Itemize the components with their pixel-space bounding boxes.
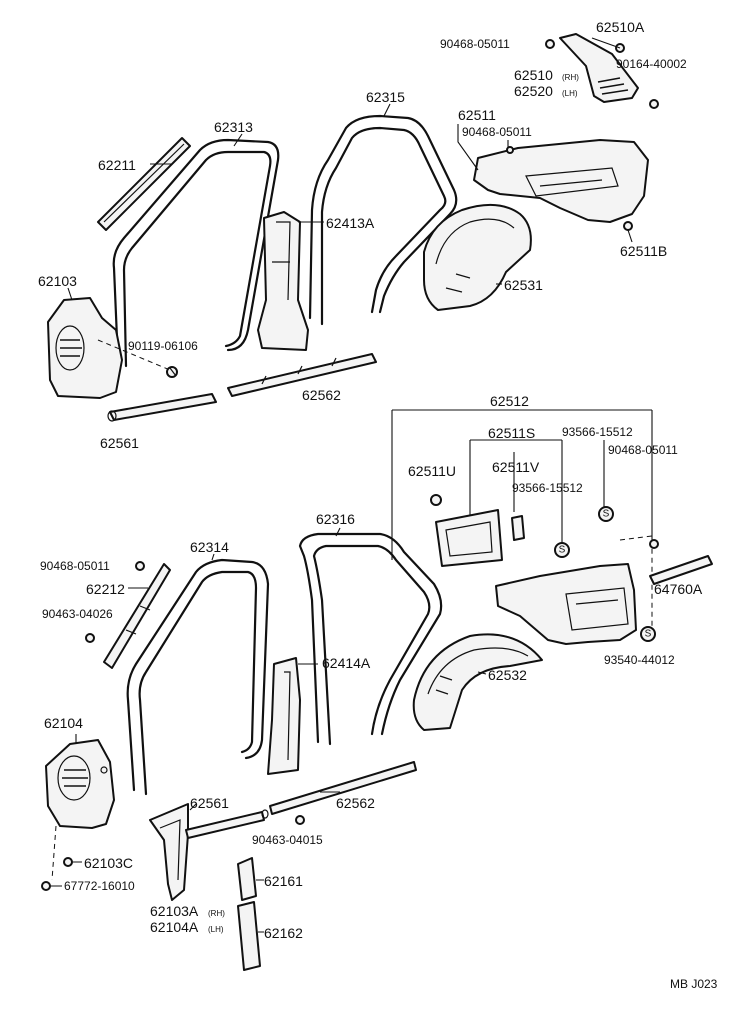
label-62316: 62316 bbox=[316, 511, 355, 527]
label-62510: 62510 bbox=[514, 67, 553, 83]
part-62512-quarter-trim bbox=[495, 535, 659, 645]
label-62511U: 62511U bbox=[408, 463, 456, 479]
part-62315-weatherstrip bbox=[308, 103, 458, 326]
part-62103-kick-panel bbox=[47, 287, 123, 399]
label-62511V: 62511V bbox=[492, 459, 540, 475]
label-62520: 62520 bbox=[514, 83, 553, 99]
s-mark-group: S S S bbox=[554, 506, 656, 642]
label-64760A: 64760A bbox=[654, 581, 703, 597]
label-62512: 62512 bbox=[490, 393, 529, 409]
clips-62103C bbox=[41, 825, 82, 891]
label-62413A: 62413A bbox=[326, 215, 375, 231]
part-62413A-pillar-trim bbox=[257, 211, 324, 351]
label-62162: 62162 bbox=[264, 925, 303, 941]
part-62511V-clip bbox=[511, 515, 525, 541]
part-62313-weatherstrip bbox=[112, 133, 280, 368]
part-62562-lower-scuff bbox=[269, 761, 417, 825]
part-62414A-pillar-trim bbox=[267, 657, 318, 775]
bracket-62512 bbox=[391, 409, 653, 560]
label-62211: 62211 bbox=[98, 157, 136, 173]
label-62532: 62532 bbox=[488, 667, 527, 683]
screw-90119-06106 bbox=[97, 339, 178, 378]
part-62104-kick-panel bbox=[45, 734, 115, 829]
label-90463-04015: 90463-04015 bbox=[252, 833, 323, 847]
s-mark-3: S bbox=[645, 629, 652, 640]
part-62561-lower-scuff bbox=[185, 809, 269, 839]
label-62531: 62531 bbox=[504, 277, 543, 293]
part-62103A-scuff-trim bbox=[149, 803, 197, 901]
label-62315: 62315 bbox=[366, 89, 405, 105]
clip-62511B bbox=[623, 221, 633, 243]
label-62510A: 62510A bbox=[596, 19, 645, 35]
label-62414A: 62414A bbox=[322, 655, 371, 671]
label-62103C: 62103C bbox=[84, 855, 133, 871]
label-62103: 62103 bbox=[38, 273, 77, 289]
part-62561-scuff-plate bbox=[107, 393, 217, 422]
label-90468-05011-b: 90468-05011 bbox=[462, 125, 532, 139]
label-lh-1: (LH) bbox=[562, 89, 578, 98]
label-93540-44012: 93540-44012 bbox=[604, 653, 675, 667]
part-62532-wheelhouse bbox=[412, 633, 543, 731]
label-62511: 62511 bbox=[458, 107, 496, 123]
part-62212-strip bbox=[85, 561, 171, 669]
label-rh-1: (RH) bbox=[562, 73, 579, 82]
label-62104: 62104 bbox=[44, 715, 83, 731]
label-62313: 62313 bbox=[214, 119, 253, 135]
s-mark-1: S bbox=[559, 545, 566, 556]
part-62510-window-trim bbox=[545, 33, 659, 109]
label-lh-2: (LH) bbox=[208, 925, 224, 934]
part-62161-62162-panels bbox=[237, 857, 264, 971]
label-90164-40002: 90164-40002 bbox=[616, 57, 687, 71]
label-62103A: 62103A bbox=[150, 903, 199, 919]
diagram-code: MB J023 bbox=[670, 977, 718, 991]
part-62511U-speaker-trim bbox=[430, 494, 503, 567]
label-62561-b: 62561 bbox=[190, 795, 229, 811]
part-62531-wheelhouse bbox=[423, 203, 532, 311]
label-67772-16010: 67772-16010 bbox=[64, 879, 135, 893]
part-62314-weatherstrip bbox=[126, 553, 270, 796]
label-93566-15512-a: 93566-15512 bbox=[562, 425, 633, 439]
label-90468-05011-a: 90468-05011 bbox=[440, 37, 510, 51]
label-rh-2: (RH) bbox=[208, 909, 225, 918]
label-90468-05011-c: 90468-05011 bbox=[608, 443, 678, 457]
label-62104A: 62104A bbox=[150, 919, 199, 935]
label-90119-06106: 90119-06106 bbox=[128, 339, 198, 353]
label-62561-a: 62561 bbox=[100, 435, 139, 451]
part-62211-strip bbox=[97, 137, 191, 231]
s-mark-2: S bbox=[603, 509, 610, 520]
label-62314: 62314 bbox=[190, 539, 229, 555]
part-64760A-strip bbox=[649, 555, 713, 585]
label-93566-15512-b: 93566-15512 bbox=[512, 481, 583, 495]
label-62562-a: 62562 bbox=[302, 387, 341, 403]
label-90468-05011-d: 90468-05011 bbox=[40, 559, 110, 573]
label-62161: 62161 bbox=[264, 873, 303, 889]
part-62562-scuff-plate bbox=[227, 353, 377, 397]
label-62511B: 62511B bbox=[620, 243, 667, 259]
part-62316-weatherstrip bbox=[298, 527, 443, 746]
part-62511-quarter-trim bbox=[457, 124, 649, 223]
part-labels: 62510A 90468-05011 90164-40002 62510 (RH… bbox=[38, 19, 718, 991]
label-62212: 62212 bbox=[86, 581, 125, 597]
label-62511S: 62511S bbox=[488, 425, 535, 441]
label-90463-04026: 90463-04026 bbox=[42, 607, 113, 621]
label-62562-b: 62562 bbox=[336, 795, 375, 811]
